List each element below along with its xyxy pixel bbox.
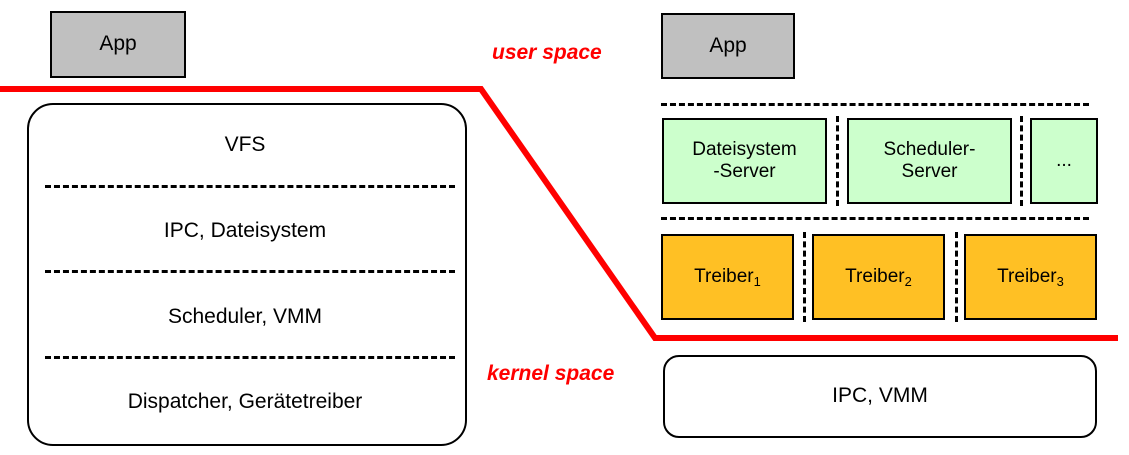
- server-driver-divider: [661, 217, 1089, 220]
- server-separator-2: [1020, 116, 1023, 206]
- microkernel-box: IPC, VMM: [663, 355, 1097, 438]
- driver-separator-2: [955, 232, 958, 322]
- user-space-label: user space: [492, 41, 602, 64]
- kernel-layer-label-ipc-dateisystem: IPC, Dateisystem: [163, 219, 327, 242]
- driver-box-2: Treiber2: [812, 234, 945, 320]
- kernel-layer-label-vfs: VFS: [224, 133, 266, 156]
- server-box-scheduler: Scheduler- Server: [847, 118, 1012, 204]
- left-app-label: App: [99, 32, 137, 56]
- kernel-layer-divider-2: [45, 270, 455, 273]
- kernel-layer-label-dispatcher-geraetetreiber: Dispatcher, Gerätetreiber: [127, 390, 363, 413]
- kernel-layer-label-scheduler-vmm: Scheduler, VMM: [167, 305, 323, 328]
- kernel-layer-divider-3: [45, 356, 455, 359]
- server-label-line1: ...: [1056, 150, 1072, 172]
- kernel-layer-divider-1: [45, 185, 455, 188]
- driver-box-1: Treiber1: [661, 234, 794, 320]
- server-label-line1: Dateisystem: [692, 139, 797, 161]
- driver-label-2: Treiber2: [845, 266, 912, 290]
- server-separator-1: [836, 116, 839, 206]
- server-top-divider: [661, 103, 1089, 106]
- driver-label-3: Treiber3: [997, 266, 1064, 290]
- left-app-box: App: [50, 11, 186, 78]
- driver-box-3: Treiber3: [964, 234, 1097, 320]
- server-label-line2: -Server: [713, 161, 776, 182]
- kernel-space-label: kernel space: [487, 362, 615, 385]
- server-label-line2: Server: [901, 161, 958, 182]
- right-app-label: App: [709, 33, 747, 57]
- server-box-ellipsis: ...: [1030, 118, 1098, 204]
- right-app-box: App: [661, 13, 795, 79]
- server-label-line1: Scheduler-: [883, 139, 976, 161]
- driver-label-1: Treiber1: [694, 266, 761, 290]
- server-box-dateisystem: Dateisystem -Server: [662, 118, 827, 204]
- microkernel-label: IPC, VMM: [832, 384, 928, 408]
- driver-separator-1: [803, 232, 806, 322]
